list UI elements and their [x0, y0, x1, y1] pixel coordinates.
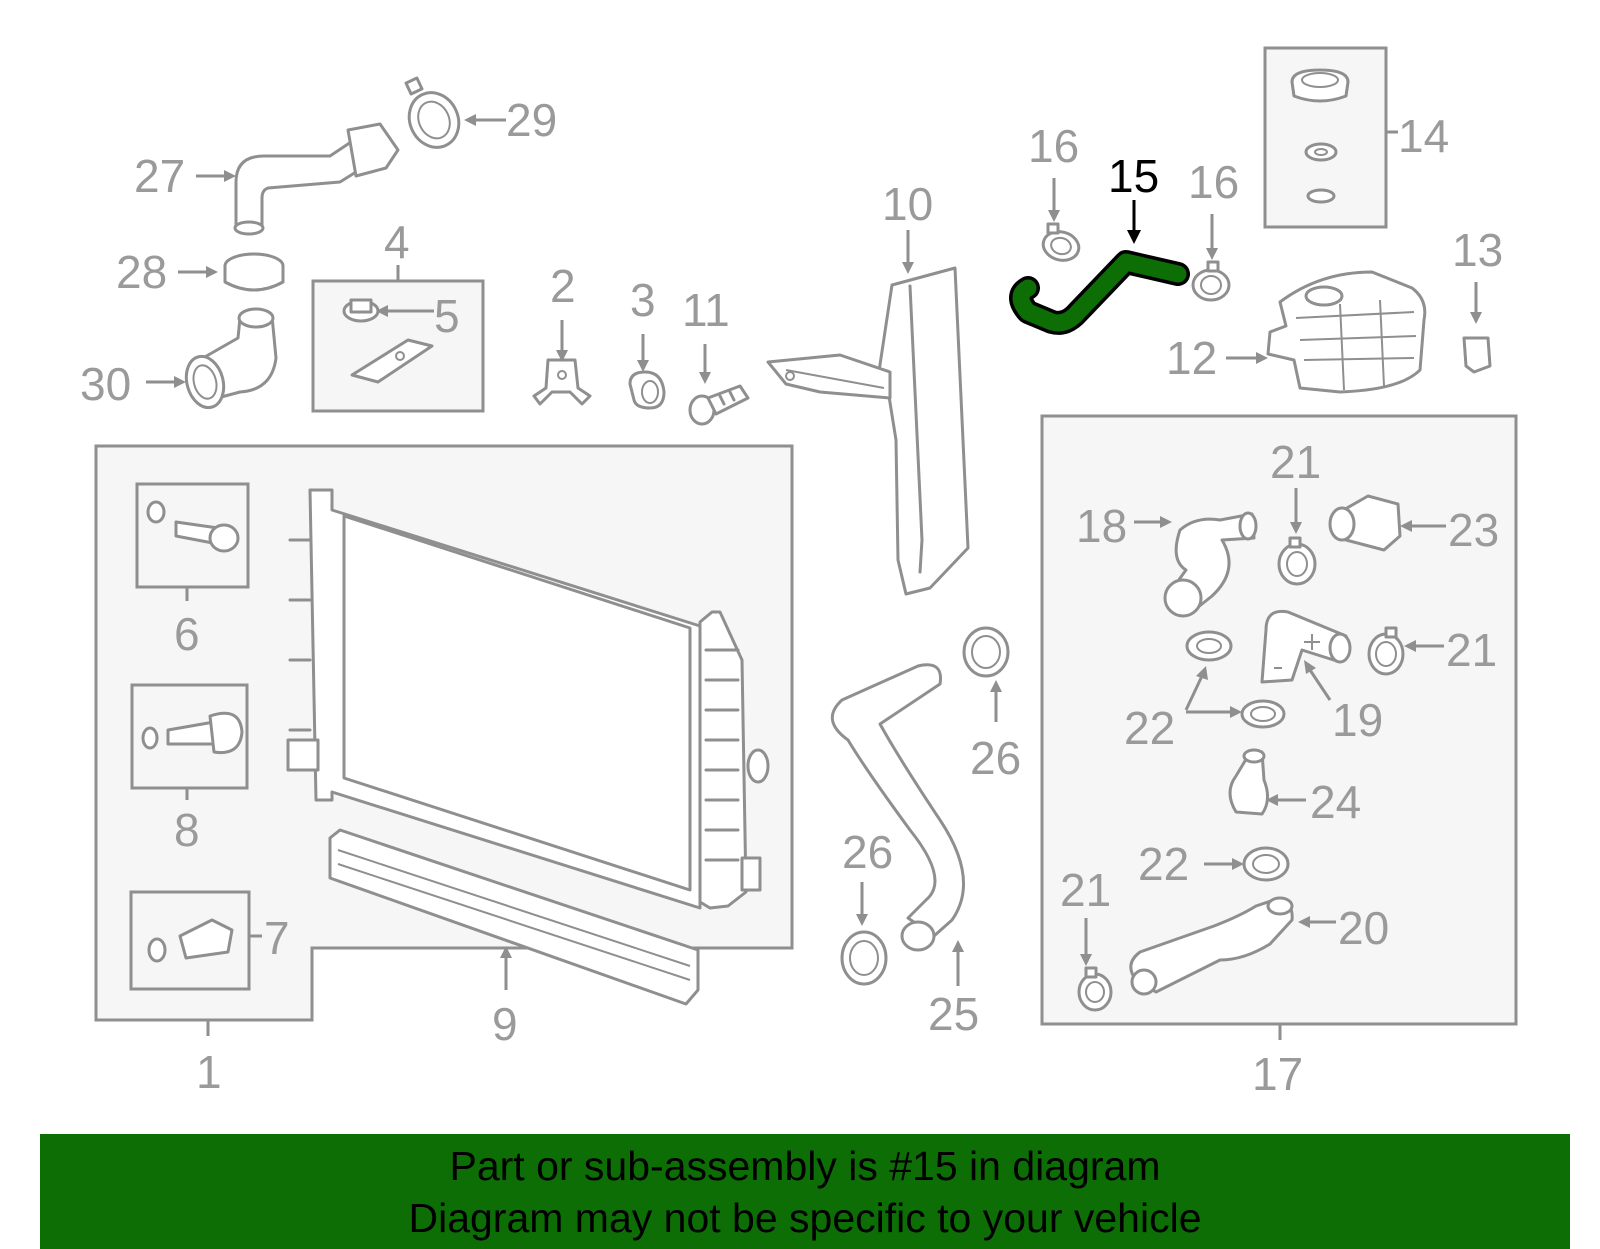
callout-22-mid: 22	[1124, 702, 1175, 754]
callout-20: 20	[1338, 902, 1389, 954]
fitting-19	[1260, 609, 1352, 684]
clamp-21-right	[1367, 626, 1405, 676]
insulator-3	[628, 370, 666, 410]
radiator-core	[286, 488, 770, 910]
callout-17: 17	[1252, 1048, 1303, 1100]
hose-18	[1163, 511, 1258, 618]
callout-19: 19	[1332, 694, 1383, 746]
callout-28: 28	[116, 246, 167, 298]
leader-lines	[146, 114, 1482, 990]
callout-2: 2	[550, 260, 576, 312]
callout-8: 8	[174, 804, 200, 856]
info-banner: Part or sub-assembly is #15 in diagram D…	[40, 1134, 1570, 1249]
clamp-29	[404, 76, 461, 149]
petcock-7	[147, 918, 234, 963]
clamp-16-right	[1191, 260, 1231, 302]
callout-1: 1	[196, 1046, 222, 1098]
callout-23: 23	[1448, 504, 1499, 556]
callout-3: 3	[630, 274, 656, 326]
cap-seals-14	[1290, 68, 1350, 204]
callout-6: 6	[174, 608, 200, 660]
banner-line-1: Part or sub-assembly is #15 in diagram	[449, 1143, 1161, 1189]
clamp-16-left	[1041, 222, 1081, 262]
callout-22-bottom: 22	[1138, 838, 1189, 890]
clamp-26-bottom	[840, 930, 888, 986]
clamp-21-bottom	[1077, 966, 1113, 1012]
seal-strip-9	[328, 828, 700, 1006]
callout-30: 30	[80, 358, 131, 410]
clamp-22-bottom	[1242, 846, 1290, 882]
connector-23	[1328, 494, 1402, 552]
callout-26-top: 26	[970, 732, 1021, 784]
clamp-22-mid	[1240, 699, 1286, 729]
callout-25: 25	[928, 988, 979, 1040]
sensor-13	[1462, 336, 1492, 374]
callout-26-bottom: 26	[842, 826, 893, 878]
callout-15: 15	[1108, 150, 1159, 202]
callout-18: 18	[1076, 500, 1127, 552]
connector-24	[1228, 748, 1269, 816]
hose-20	[1129, 896, 1294, 996]
callout-7: 7	[264, 912, 290, 964]
push-pin-11	[688, 384, 750, 426]
air-baffle-10	[766, 266, 970, 596]
callout-27: 27	[134, 150, 185, 202]
callout-14: 14	[1398, 110, 1449, 162]
bracket-2	[532, 358, 592, 406]
callout-12: 12	[1166, 332, 1217, 384]
bolt-6	[146, 500, 240, 553]
elbow-hose-30	[184, 307, 278, 410]
callout-9: 9	[492, 998, 518, 1050]
callout-24: 24	[1310, 776, 1361, 828]
clamp-28	[223, 252, 285, 292]
callout-21-right: 21	[1446, 624, 1497, 676]
clamp-22-top	[1185, 630, 1233, 662]
callout-21-bottom: 21	[1060, 864, 1111, 916]
callout-29: 29	[506, 94, 557, 146]
banner-line-2: Diagram may not be specific to your vehi…	[408, 1195, 1202, 1241]
lower-hose-25	[831, 663, 965, 952]
callout-16-left: 16	[1028, 120, 1079, 172]
callout-4: 4	[384, 216, 410, 268]
callout-5: 5	[434, 290, 460, 342]
callout-10: 10	[882, 178, 933, 230]
clamp-21-top	[1277, 536, 1317, 586]
callout-16-right: 16	[1188, 156, 1239, 208]
callout-21-top: 21	[1270, 436, 1321, 488]
drain-valve-8	[141, 711, 244, 755]
callout-13: 13	[1452, 224, 1503, 276]
callout-numbers: 27 29 28 30 4 5 2 3 11 10 16 15 16 14 13…	[80, 94, 1503, 1100]
highlighted-hose-15	[1009, 250, 1190, 335]
coolant-reservoir-12	[1266, 270, 1427, 394]
clamp-26-top	[962, 626, 1010, 678]
callout-11: 11	[682, 284, 730, 336]
upper-radiator-hose-27	[233, 122, 400, 236]
bracket-5	[342, 298, 434, 384]
